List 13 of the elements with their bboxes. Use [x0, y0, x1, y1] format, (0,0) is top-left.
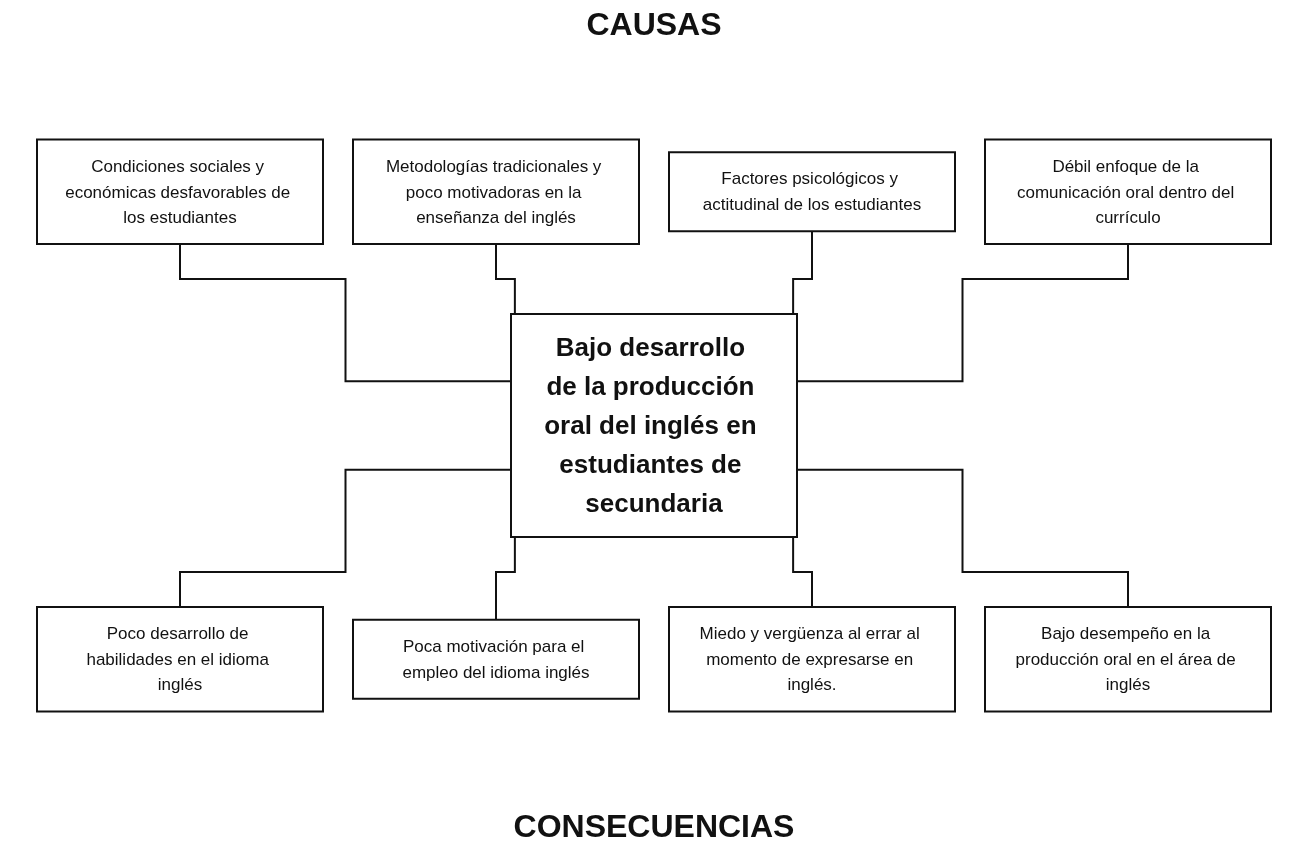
node-box: Poca motivación para el empleo del idioma inglés [352, 618, 640, 700]
node-box: Poco desarrollo de habilidades en el idioma inglés [36, 606, 324, 713]
node-box: Bajo desarrollo de la producción oral del inglés en estudiantes de secundaria [510, 313, 798, 538]
node-box: Condiciones sociales y económicas desfavorables de los estudiantes [36, 138, 324, 245]
section-heading: CONSECUENCIAS [513, 808, 795, 845]
node-box: Bajo desempeño en la producción oral en el área de inglés [984, 606, 1272, 713]
connector [179, 243, 512, 383]
node-box: Débil enfoque de la comunicación oral dentro del currículo [984, 138, 1272, 245]
node-box: Factores psicológicos y actitudinal de los estudiantes [668, 151, 956, 233]
node-box: Metodologías tradicionales y poco motivadoras en la enseñanza del inglés [352, 138, 640, 245]
section-heading: CAUSAS [586, 6, 722, 43]
connector [179, 468, 512, 608]
node-box: Miedo y vergüenza al errar al momento de expresarse en inglés. [668, 606, 956, 713]
